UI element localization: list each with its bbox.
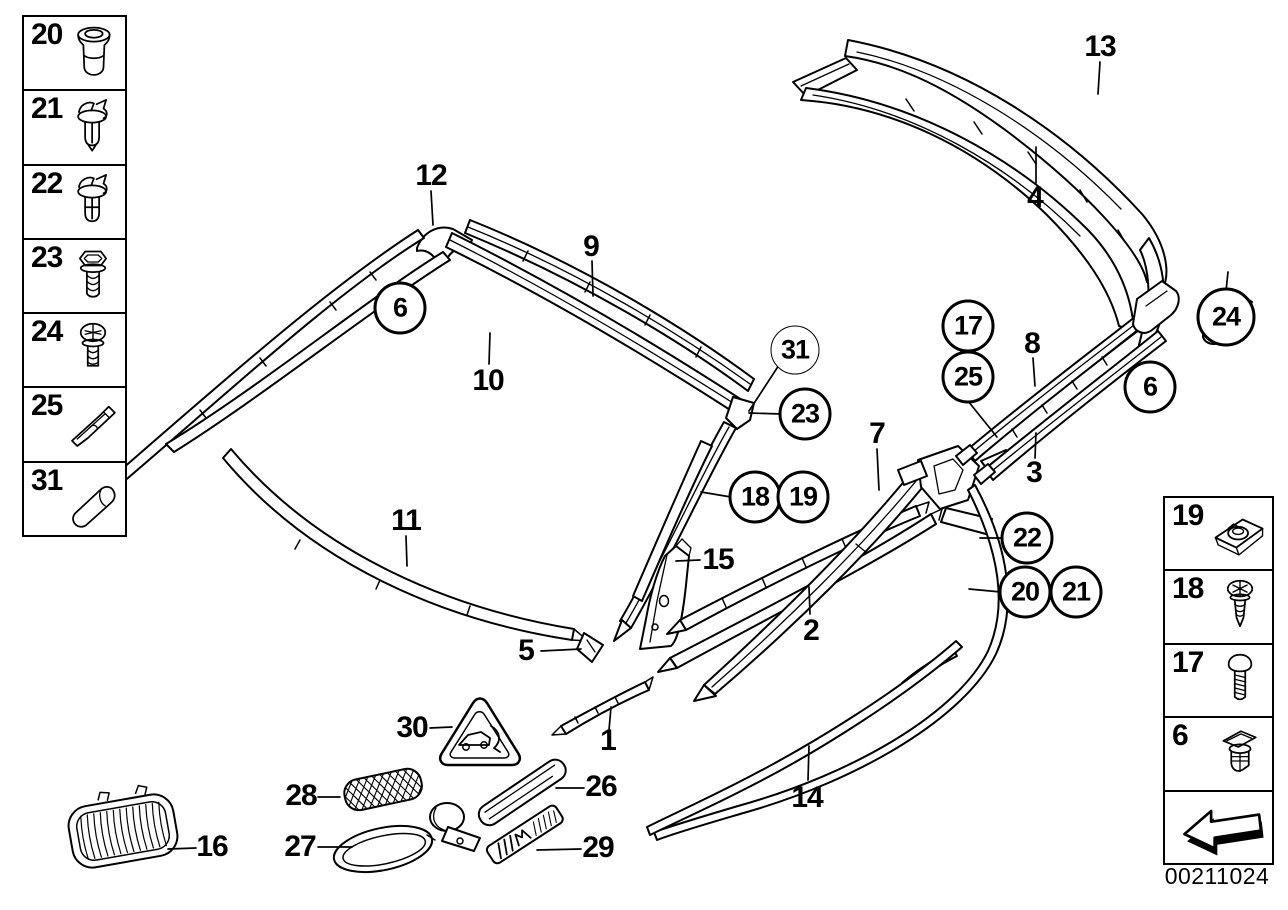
legend-item-21[interactable]: 21 (24, 89, 125, 163)
part-4-trim-strip (800, 87, 1135, 332)
callout-25[interactable]: 25 (941, 350, 995, 404)
expansion-rivet-icon (1222, 730, 1257, 773)
legend-number: 25 (31, 389, 63, 423)
callout-4[interactable]: 4 (1027, 181, 1044, 214)
callout-29[interactable]: 29 (582, 831, 614, 864)
callout-5[interactable]: 5 (518, 634, 535, 667)
legend-number: 21 (31, 92, 63, 126)
callout-31[interactable]: 31 (770, 325, 820, 375)
callout-2[interactable]: 2 (803, 614, 820, 647)
torx-screw-icon (1227, 653, 1253, 700)
callout-19[interactable]: 19 (776, 470, 830, 524)
legend-number: 23 (31, 240, 63, 274)
hex-head-screw-icon (79, 250, 107, 298)
part-8-3-sill-strips (955, 280, 1180, 485)
callout-14[interactable]: 14 (791, 781, 823, 814)
part-5-corner-cap (576, 632, 604, 663)
fastener-legend-left: 20 21 22 23 (22, 15, 127, 537)
part-29-m-badge (485, 804, 564, 865)
callout-9[interactable]: 9 (583, 230, 600, 263)
legend-item-31[interactable]: 31 (24, 460, 125, 535)
spreading-rivet-icon (77, 99, 108, 152)
callout-27[interactable]: 27 (284, 830, 316, 863)
legend-footer-arrow[interactable] (1165, 789, 1272, 863)
callout-23[interactable]: 23 (778, 387, 832, 441)
part-door-seal (653, 484, 1009, 841)
legend-number: 24 (31, 315, 63, 349)
part-2-belt-strips (657, 501, 943, 673)
callout-7[interactable]: 7 (869, 417, 886, 450)
legend-item-24[interactable]: 24 (24, 312, 125, 386)
callout-21[interactable]: 21 (1049, 565, 1103, 619)
callout-3[interactable]: 3 (1026, 456, 1043, 489)
callout-30[interactable]: 30 (396, 711, 428, 744)
part-30-warning-triangle (439, 697, 521, 767)
callout-10[interactable]: 10 (472, 364, 504, 397)
part-10-windscreen-moulding (445, 232, 755, 642)
callout-28[interactable]: 28 (285, 779, 317, 812)
legend-number: 20 (31, 18, 63, 51)
legend-item-6[interactable]: 6 (1165, 716, 1272, 789)
legend-item-19[interactable]: 19 (1165, 498, 1272, 569)
grommet-icon (77, 26, 111, 76)
callout-1[interactable]: 1 (600, 724, 617, 757)
spreading-rivet-icon (77, 173, 108, 222)
legend-number: 6 (1172, 719, 1189, 753)
callout-12[interactable]: 12 (415, 159, 447, 192)
part-9-cowl-strip (464, 219, 755, 392)
legend-item-23[interactable]: 23 (24, 237, 125, 312)
legend-number: 22 (31, 166, 63, 200)
callout-20[interactable]: 20 (998, 565, 1052, 619)
part-1-strip (551, 676, 654, 736)
callout-26[interactable]: 26 (585, 770, 617, 803)
callout-8[interactable]: 8 (1024, 327, 1041, 360)
legend-number: 19 (1172, 499, 1204, 532)
legend-item-17[interactable]: 17 (1165, 642, 1272, 716)
clamp-bracket-icon (71, 405, 116, 447)
part-16-kidney-grille (67, 784, 179, 869)
callout-6-windscreen[interactable]: 6 (373, 281, 427, 335)
legend-item-18[interactable]: 18 (1165, 569, 1272, 642)
callout-16[interactable]: 16 (196, 830, 228, 863)
roller-pin-icon (72, 485, 116, 528)
legend-number: 31 (31, 463, 63, 497)
legend-item-22[interactable]: 22 (24, 163, 125, 238)
part-28-mesh-grille (341, 766, 425, 813)
callout-15[interactable]: 15 (702, 543, 734, 576)
part-14-entrance-strip (646, 640, 963, 836)
leader-lines (167, 61, 1229, 851)
callout-17[interactable]: 17 (941, 299, 995, 353)
callout-13[interactable]: 13 (1084, 30, 1116, 63)
phillips-pan-head-screw-icon (79, 323, 107, 367)
back-arrow-icon (1183, 809, 1264, 856)
part-27-trim-ring (332, 824, 436, 874)
cage-nut-clip-icon (1214, 518, 1264, 556)
callout-24[interactable]: 24 (1196, 287, 1256, 347)
legend-number: 17 (1172, 645, 1204, 679)
document-number: 00211024 (1164, 863, 1270, 889)
callout-22[interactable]: 22 (1000, 511, 1054, 565)
phillips-screw-icon (1226, 579, 1254, 628)
legend-number: 18 (1172, 572, 1204, 606)
part-a-pillar-trims (77, 229, 451, 522)
legend-item-20[interactable]: 20 (24, 17, 125, 89)
legend-item-25[interactable]: 25 (24, 386, 125, 460)
part-26-side-trim (429, 758, 567, 852)
callout-11[interactable]: 11 (391, 504, 422, 537)
fastener-legend-right: 19 18 17 (1163, 496, 1274, 865)
callout-18[interactable]: 18 (728, 470, 782, 524)
callout-6-sill[interactable]: 6 (1123, 360, 1177, 414)
